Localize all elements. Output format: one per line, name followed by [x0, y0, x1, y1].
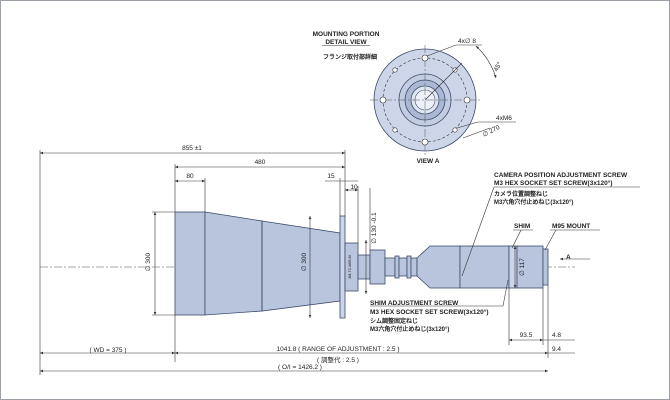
mount-hole-left	[379, 96, 387, 104]
camera-note-jp2: M3六角穴付止めねじ(3x120°)	[494, 198, 573, 206]
m95-mount-body	[516, 245, 544, 289]
angle-arc	[475, 45, 497, 79]
transition-section	[416, 245, 461, 289]
neck-tube-5	[410, 257, 418, 277]
shim-note-jp2: M3六角穴付止めねじ(3x120°)	[370, 325, 449, 333]
hole-leader	[426, 44, 457, 57]
mount-flange	[339, 215, 346, 319]
mount-hole-bottom	[421, 138, 429, 146]
cone-section-1	[204, 211, 263, 316]
dim-855-text: 855 ±1	[182, 145, 202, 152]
dim-94-text: 9.4	[552, 346, 561, 353]
view-arrow-label: A	[566, 254, 571, 261]
lens-assembly: 3M-TC-M95-M	[174, 211, 549, 319]
neck-tube-3	[384, 257, 396, 277]
camera-note-leader	[461, 186, 495, 277]
small-marking: 3M-TC-M95-M	[348, 255, 352, 278]
shim-note-line2: M3 HEX SOCKET SET SCREW(3x120°)	[370, 308, 489, 316]
dim-10-text: 10	[350, 184, 358, 191]
dia-300-left-text: ∅ 300	[145, 252, 152, 271]
camera-note-line1: CAMERA POSITION ADJUSTMENT SCREW	[494, 172, 628, 179]
camera-note-line2: M3 HEX SOCKET SET SCREW(3x120°)	[494, 179, 613, 187]
thread-hole-2	[392, 67, 398, 73]
neck-tube-1	[357, 254, 371, 280]
dim-15-text: 15	[327, 173, 335, 180]
angle-text: 45°	[492, 60, 504, 73]
dia-300-mid-text: ∅ 300	[301, 252, 308, 271]
dim-935-text: 93.5	[520, 332, 533, 339]
thread-leader	[456, 121, 479, 129]
dia-117-text: ∅ 117	[519, 258, 526, 276]
shim-label: SHIM	[514, 223, 530, 230]
range-text-jp: ( 調整代 : 2.5 )	[317, 355, 359, 364]
mount-leader	[544, 229, 557, 251]
range-text: 1041.8 ( RANGE OF ADJUSTMENT : 2.5 )	[276, 346, 399, 353]
pcd-spec-text: ∅ 270	[482, 124, 502, 139]
detail-title-line2: DETAIL VIEW	[325, 39, 367, 46]
shim-note-jp1: シム調整固定ねじ	[370, 317, 418, 325]
barrel-front-section	[174, 211, 206, 316]
angle-ray	[424, 62, 463, 101]
neck-tube-4	[398, 257, 408, 277]
pcd-leader	[462, 127, 491, 139]
camera-note-jp1: カメラ位置調整ねじ	[494, 190, 548, 198]
m95-mount-lip	[542, 248, 549, 286]
thread-spec-text: 4xM6	[496, 115, 512, 122]
dim-480-text: 480	[255, 159, 266, 166]
shim-leader	[511, 229, 522, 249]
shim-ring	[508, 245, 518, 289]
thread-hole-3	[392, 127, 398, 133]
flange-view-a	[370, 45, 480, 155]
mount-hole-right	[463, 96, 471, 104]
neck-ring-1	[394, 255, 400, 279]
dim-48-text: 4.8	[552, 332, 561, 339]
detail-title-jp: フランジ取付部詳細	[323, 53, 377, 61]
rear-body	[459, 245, 510, 289]
wd-text: ( WD = 375 )	[89, 347, 126, 354]
shim-note-leader	[502, 279, 509, 307]
hole-spec-text: 4x∅ 8	[458, 38, 476, 45]
mount-hole-top	[421, 54, 429, 62]
shim-note-line1: SHIM ADJUSTMENT SCREW	[370, 300, 459, 307]
dim-80-text: 80	[186, 173, 194, 180]
neck-tube-2	[369, 249, 386, 285]
neck-ring-2	[406, 255, 412, 279]
thread-hole-4	[452, 127, 458, 133]
view-a-label: VIEW A	[417, 158, 440, 165]
oi-text: ( O/I = 1426.2 )	[278, 364, 322, 371]
mount-label: M95 MOUNT	[552, 223, 590, 230]
dia-130-text: ∅ 130 -0.1	[371, 212, 378, 244]
detail-title-line1: MOUNTING PORTION	[313, 31, 380, 38]
